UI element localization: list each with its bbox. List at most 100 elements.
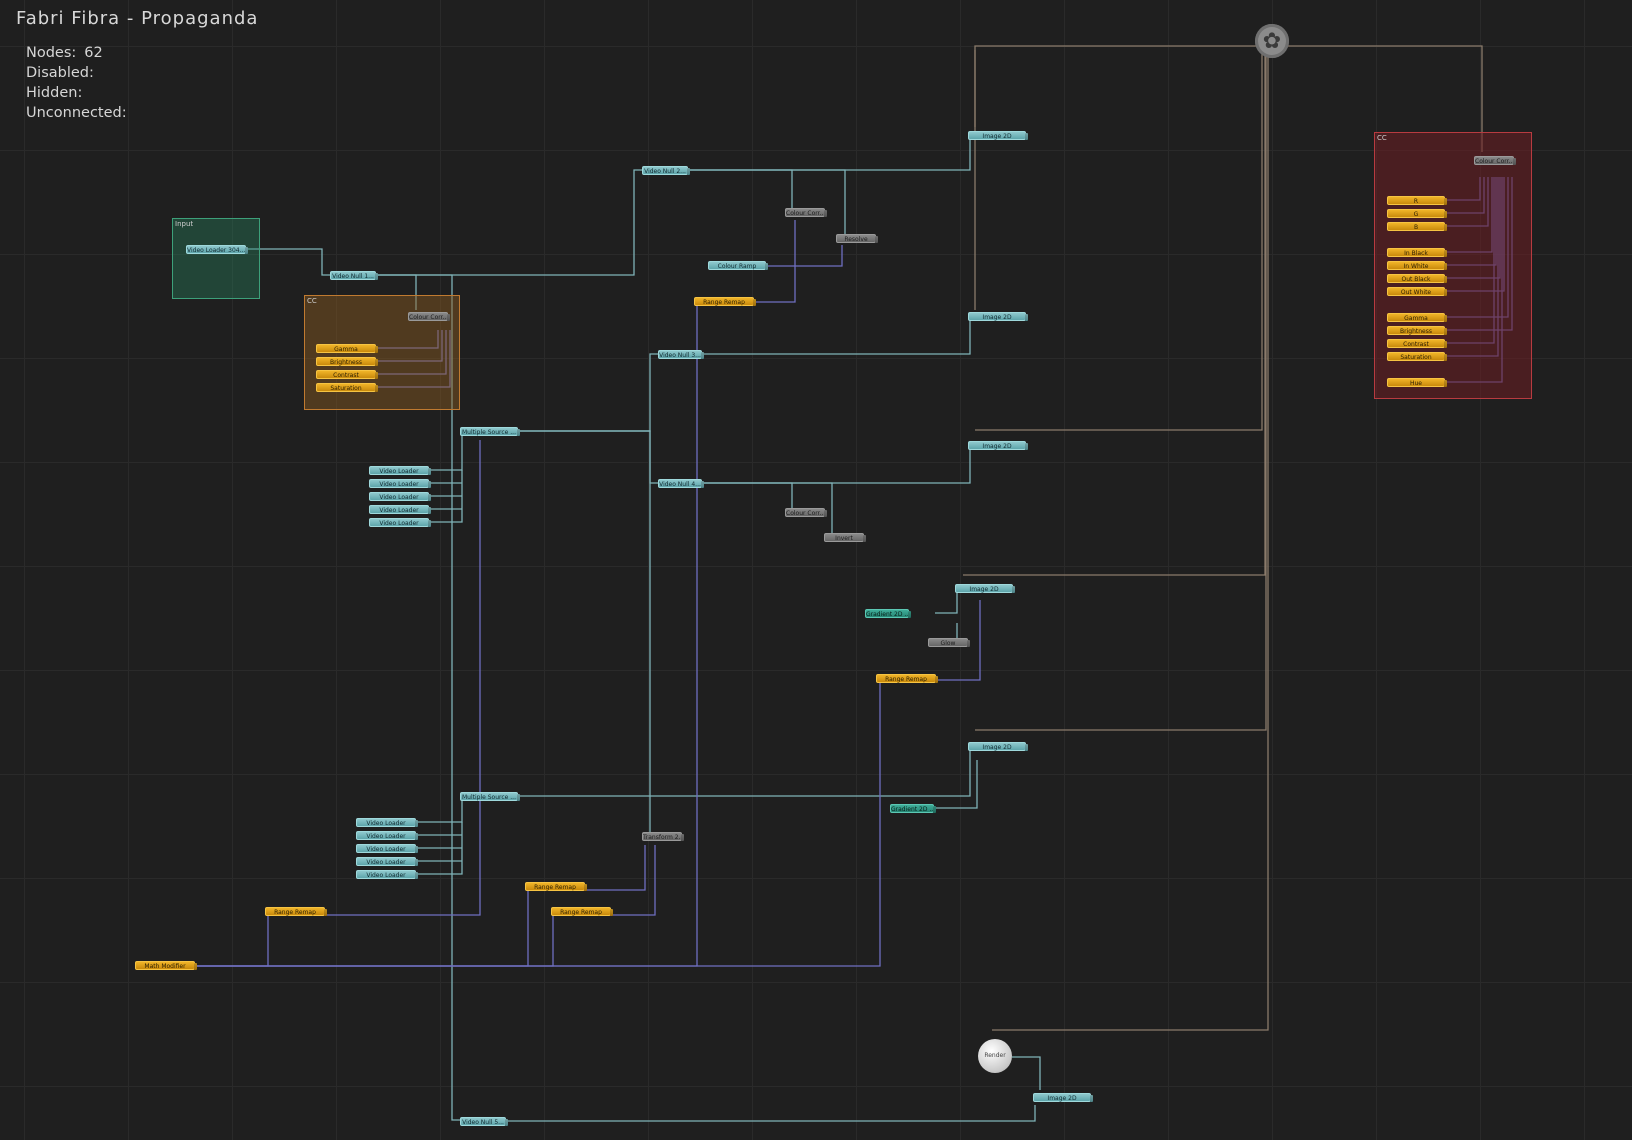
node-colour-corr-4[interactable]: Colour Corr... [785, 508, 825, 517]
node-label: Video Loader [366, 820, 406, 827]
node-video-loader-3[interactable]: Video Loader [369, 492, 429, 501]
node-multiple-source-2[interactable]: Multiple Source ... [460, 792, 518, 801]
node-saturation-2[interactable]: Saturation [1387, 352, 1445, 361]
node-colour-corr-2[interactable]: Colour Corr... [1474, 156, 1514, 165]
node-image-2d-4[interactable]: Image 2D [955, 584, 1013, 593]
node-label: Multiple Source ... [462, 794, 516, 801]
node-label: Resolve [844, 236, 868, 243]
node-colour-corr-1[interactable]: Colour Corr... [408, 312, 448, 321]
node-label: Glow [940, 640, 956, 647]
node-g[interactable]: G [1387, 209, 1445, 218]
node-label: Gamma [1404, 315, 1428, 322]
node-label: Video Loader 304... [187, 247, 245, 254]
node-saturation[interactable]: Saturation [316, 383, 376, 392]
node-label: Range Remap [560, 909, 602, 916]
render-node[interactable]: Render [978, 1039, 1012, 1073]
node-in-black[interactable]: In Black [1387, 248, 1445, 257]
node-label: Saturation [1400, 354, 1432, 361]
node-range-remap-5[interactable]: Range Remap [551, 907, 611, 916]
node-label: Video Loader [379, 468, 419, 475]
node-multiple-source-1[interactable]: Multiple Source ... [460, 427, 518, 436]
node-label: Contrast [333, 372, 359, 379]
node-video-null-3[interactable]: Video Null 3... [658, 350, 702, 359]
node-label: Hue [1409, 380, 1422, 387]
node-label: Colour Corr... [786, 210, 824, 217]
group-input[interactable]: Input [172, 218, 260, 299]
node-video-loader-4[interactable]: Video Loader [369, 505, 429, 514]
node-gamma[interactable]: Gamma [316, 344, 376, 353]
node-in-white[interactable]: In White [1387, 261, 1445, 270]
node-label: Video Loader [366, 859, 406, 866]
node-image-2d-1[interactable]: Image 2D [968, 131, 1026, 140]
node-range-remap-3[interactable]: Range Remap [265, 907, 325, 916]
node-label: Out Black [1401, 276, 1431, 283]
node-range-remap-4[interactable]: Range Remap [525, 882, 585, 891]
node-range-remap-2[interactable]: Range Remap [876, 674, 936, 683]
node-label: Image 2D [982, 314, 1012, 321]
node-colour-ramp[interactable]: Colour Ramp [708, 261, 766, 270]
node-transform[interactable]: Transform 2... [642, 832, 682, 841]
node-video-loader-input[interactable]: Video Loader 304... [186, 245, 246, 254]
node-video-loader-7[interactable]: Video Loader [356, 831, 416, 840]
node-image-2d-3[interactable]: Image 2D [968, 441, 1026, 450]
node-math-modifier[interactable]: Math Modifier [135, 961, 195, 970]
node-label: Video Loader [366, 872, 406, 879]
node-video-null-1[interactable]: Video Null 1... [330, 271, 376, 280]
node-out-black[interactable]: Out Black [1387, 274, 1445, 283]
node-video-loader-8[interactable]: Video Loader [356, 844, 416, 853]
node-brightness-2[interactable]: Brightness [1387, 326, 1445, 335]
node-video-null-2[interactable]: Video Null 2... [642, 166, 688, 175]
node-invert[interactable]: Invert [824, 533, 864, 542]
node-video-loader-6[interactable]: Video Loader [356, 818, 416, 827]
node-video-null-4[interactable]: Video Null 4... [658, 479, 702, 488]
node-colour-corr-3[interactable]: Colour Corr... [785, 208, 825, 217]
node-gradient-2[interactable]: Gradient 2D ... [890, 804, 934, 813]
node-image-2d-2[interactable]: Image 2D [968, 312, 1026, 321]
node-label: Image 2D [969, 586, 999, 593]
node-label: Contrast [1403, 341, 1429, 348]
node-video-loader-10[interactable]: Video Loader [356, 870, 416, 879]
node-video-null-5[interactable]: Video Null 5... [460, 1117, 506, 1126]
node-label: G [1413, 211, 1419, 218]
node-label: Video Null 2... [644, 168, 686, 175]
node-label: Transform 2... [643, 834, 681, 841]
node-glow[interactable]: Glow [928, 638, 968, 647]
node-image-2d-6[interactable]: Image 2D [1033, 1093, 1091, 1102]
node-b[interactable]: B [1387, 222, 1445, 231]
settings-gear-icon[interactable]: ✿ [1255, 24, 1289, 58]
node-brightness[interactable]: Brightness [316, 357, 376, 366]
node-video-loader-2[interactable]: Video Loader [369, 479, 429, 488]
node-label: Brightness [330, 359, 362, 366]
node-label: Colour Corr... [409, 314, 447, 321]
node-label: Image 2D [982, 744, 1012, 751]
node-label: R [1413, 198, 1419, 205]
node-label: Video Loader [379, 481, 419, 488]
node-label: Video Loader [379, 494, 419, 501]
node-video-loader-1[interactable]: Video Loader [369, 466, 429, 475]
node-label: Gamma [334, 346, 358, 353]
node-label: Multiple Source ... [462, 429, 516, 436]
node-contrast[interactable]: Contrast [316, 370, 376, 379]
node-gradient-1[interactable]: Gradient 2D ... [865, 609, 909, 618]
node-label: Video Loader [379, 507, 419, 514]
node-video-loader-9[interactable]: Video Loader [356, 857, 416, 866]
node-resolve[interactable]: Resolve [836, 234, 876, 243]
node-out-white[interactable]: Out White [1387, 287, 1445, 296]
hidden-count: Hidden: [26, 85, 83, 101]
node-r[interactable]: R [1387, 196, 1445, 205]
node-label: In Black [1404, 250, 1428, 257]
node-image-2d-5[interactable]: Image 2D [968, 742, 1026, 751]
disabled-count: Disabled: [26, 65, 94, 81]
node-video-loader-5[interactable]: Video Loader [369, 518, 429, 527]
node-label: Colour Corr... [1475, 158, 1513, 165]
node-range-remap-1[interactable]: Range Remap [694, 297, 754, 306]
node-label: Range Remap [703, 299, 745, 306]
node-contrast-2[interactable]: Contrast [1387, 339, 1445, 348]
node-hue[interactable]: Hue [1387, 378, 1445, 387]
group-cc-1-label: CC [307, 297, 317, 305]
nodes-label: Nodes: [26, 45, 77, 61]
node-label: Video Loader [379, 520, 419, 527]
node-label: Range Remap [534, 884, 576, 891]
node-label: Out White [1400, 289, 1432, 296]
node-gamma-2[interactable]: Gamma [1387, 313, 1445, 322]
